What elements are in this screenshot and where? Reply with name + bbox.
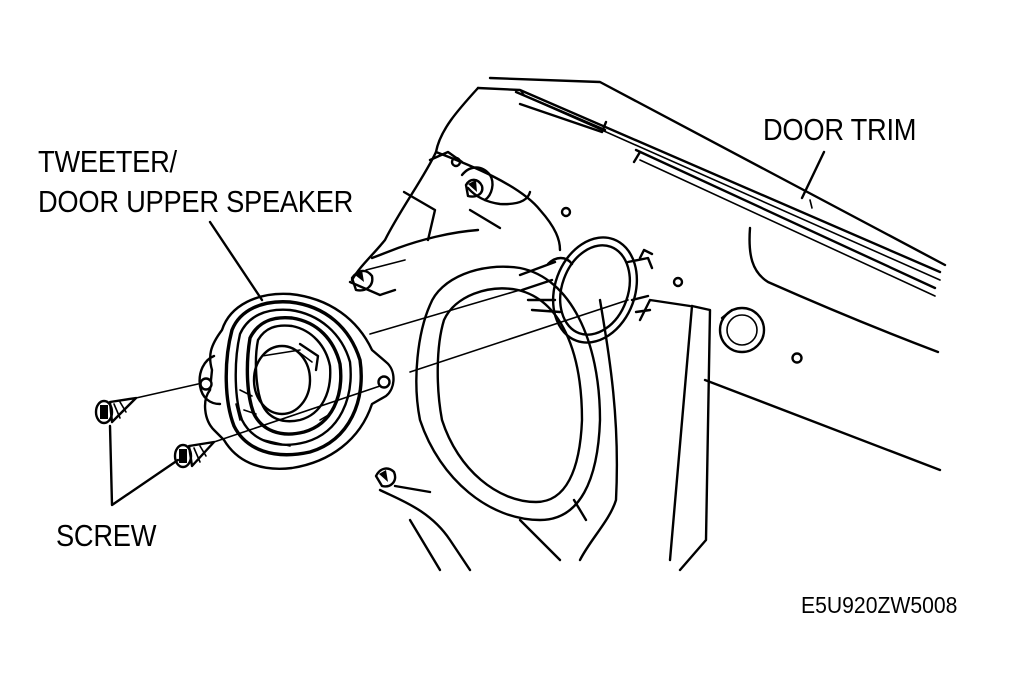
screw-lower (173, 440, 216, 469)
alignment-lines (135, 289, 629, 443)
screw-label: SCREW (56, 518, 157, 553)
tweeter-speaker (198, 292, 395, 470)
tweeter-mount-ring (518, 236, 654, 344)
door-trim-panel (348, 76, 947, 572)
tweeter-label-line2: DOOR UPPER SPEAKER (38, 184, 354, 219)
door-trim-label: DOOR TRIM (763, 112, 917, 147)
tweeter-label-line1: TWEETER/ (38, 144, 177, 179)
leader-lines (108, 150, 826, 507)
screw-upper (94, 396, 138, 425)
figure-code: E5U920ZW5008 (801, 592, 958, 618)
